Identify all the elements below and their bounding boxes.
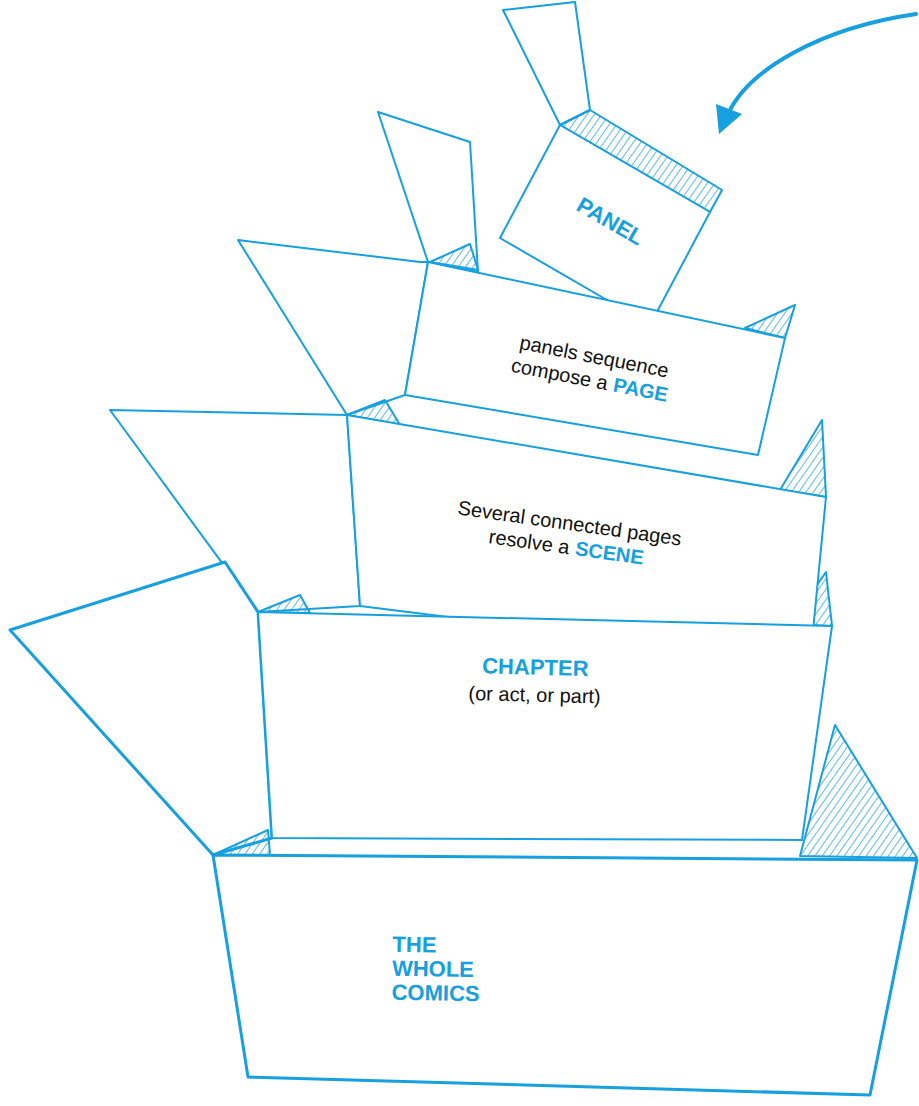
box-node: Several connected pages resolve aSCENEpa… (347, 415, 826, 662)
box-inner-hatching (213, 110, 917, 858)
box-label-group: Several connected pages resolve aSCENE (436, 493, 700, 577)
box-faces (213, 125, 917, 1095)
box-node: CHAPTER(or act, or part)Several connecte… (258, 612, 832, 840)
box-label-group: THE WHOLE COMICS (391, 933, 512, 1008)
box-text: PANEL (555, 182, 665, 262)
box-subtext: (or act, or part) (384, 678, 685, 710)
box-node: panels sequence compose aPAGEPANEL (405, 262, 785, 455)
box-text: THE WHOLE COMICS (391, 933, 512, 1008)
box-label-group: panels sequence compose aPAGE (497, 327, 688, 409)
box-node: PANEL (495, 120, 720, 330)
box-node: THE WHOLE COMICSCHAPTER(or act, or part)… (213, 855, 917, 1095)
pointer-arrow (716, 14, 916, 134)
box-text: Several connected pages resolve a (456, 497, 683, 559)
box-label-group: PANEL (555, 182, 665, 262)
box-label-group: CHAPTER(or act, or part) (384, 650, 685, 710)
box-text: CHAPTER (385, 650, 686, 686)
